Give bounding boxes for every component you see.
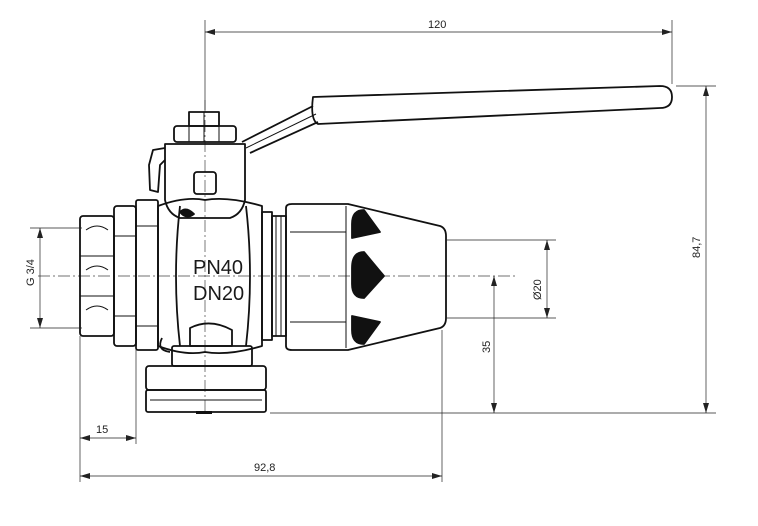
- dimension-thread-length: 15: [79, 336, 137, 482]
- bonnet: [148, 143, 246, 219]
- pressure-marking: PN40: [193, 257, 243, 279]
- bottom-mark: [196, 411, 212, 414]
- lever-handle: [241, 85, 673, 154]
- overall-width-label: 120: [428, 19, 446, 31]
- bore-diameter-label: Ø20: [532, 279, 544, 300]
- thread-length-label: 15: [96, 424, 108, 436]
- dimension-overall-width: 120: [204, 19, 673, 110]
- dimension-overall-height: 84,7: [270, 85, 716, 414]
- stem-nut: [173, 111, 237, 143]
- axis-height-label: 35: [481, 341, 493, 353]
- dimension-axis-height: 35: [481, 276, 497, 413]
- push-fit-connector: [285, 203, 447, 351]
- overall-height-label: 84,7: [691, 237, 703, 258]
- bottom-connection: [145, 345, 267, 414]
- valve-body: [157, 197, 263, 355]
- centerlines: [38, 100, 515, 415]
- left-hex-connection: [79, 199, 159, 351]
- dimension-bore: Ø20: [446, 239, 556, 319]
- dimension-thread: G 3/4: [25, 227, 82, 329]
- size-marking: DN20: [193, 283, 244, 305]
- dimension-body-length: 92,8: [80, 330, 443, 482]
- body-length-label: 92,8: [254, 462, 275, 474]
- thread-label: G 3/4: [25, 259, 37, 286]
